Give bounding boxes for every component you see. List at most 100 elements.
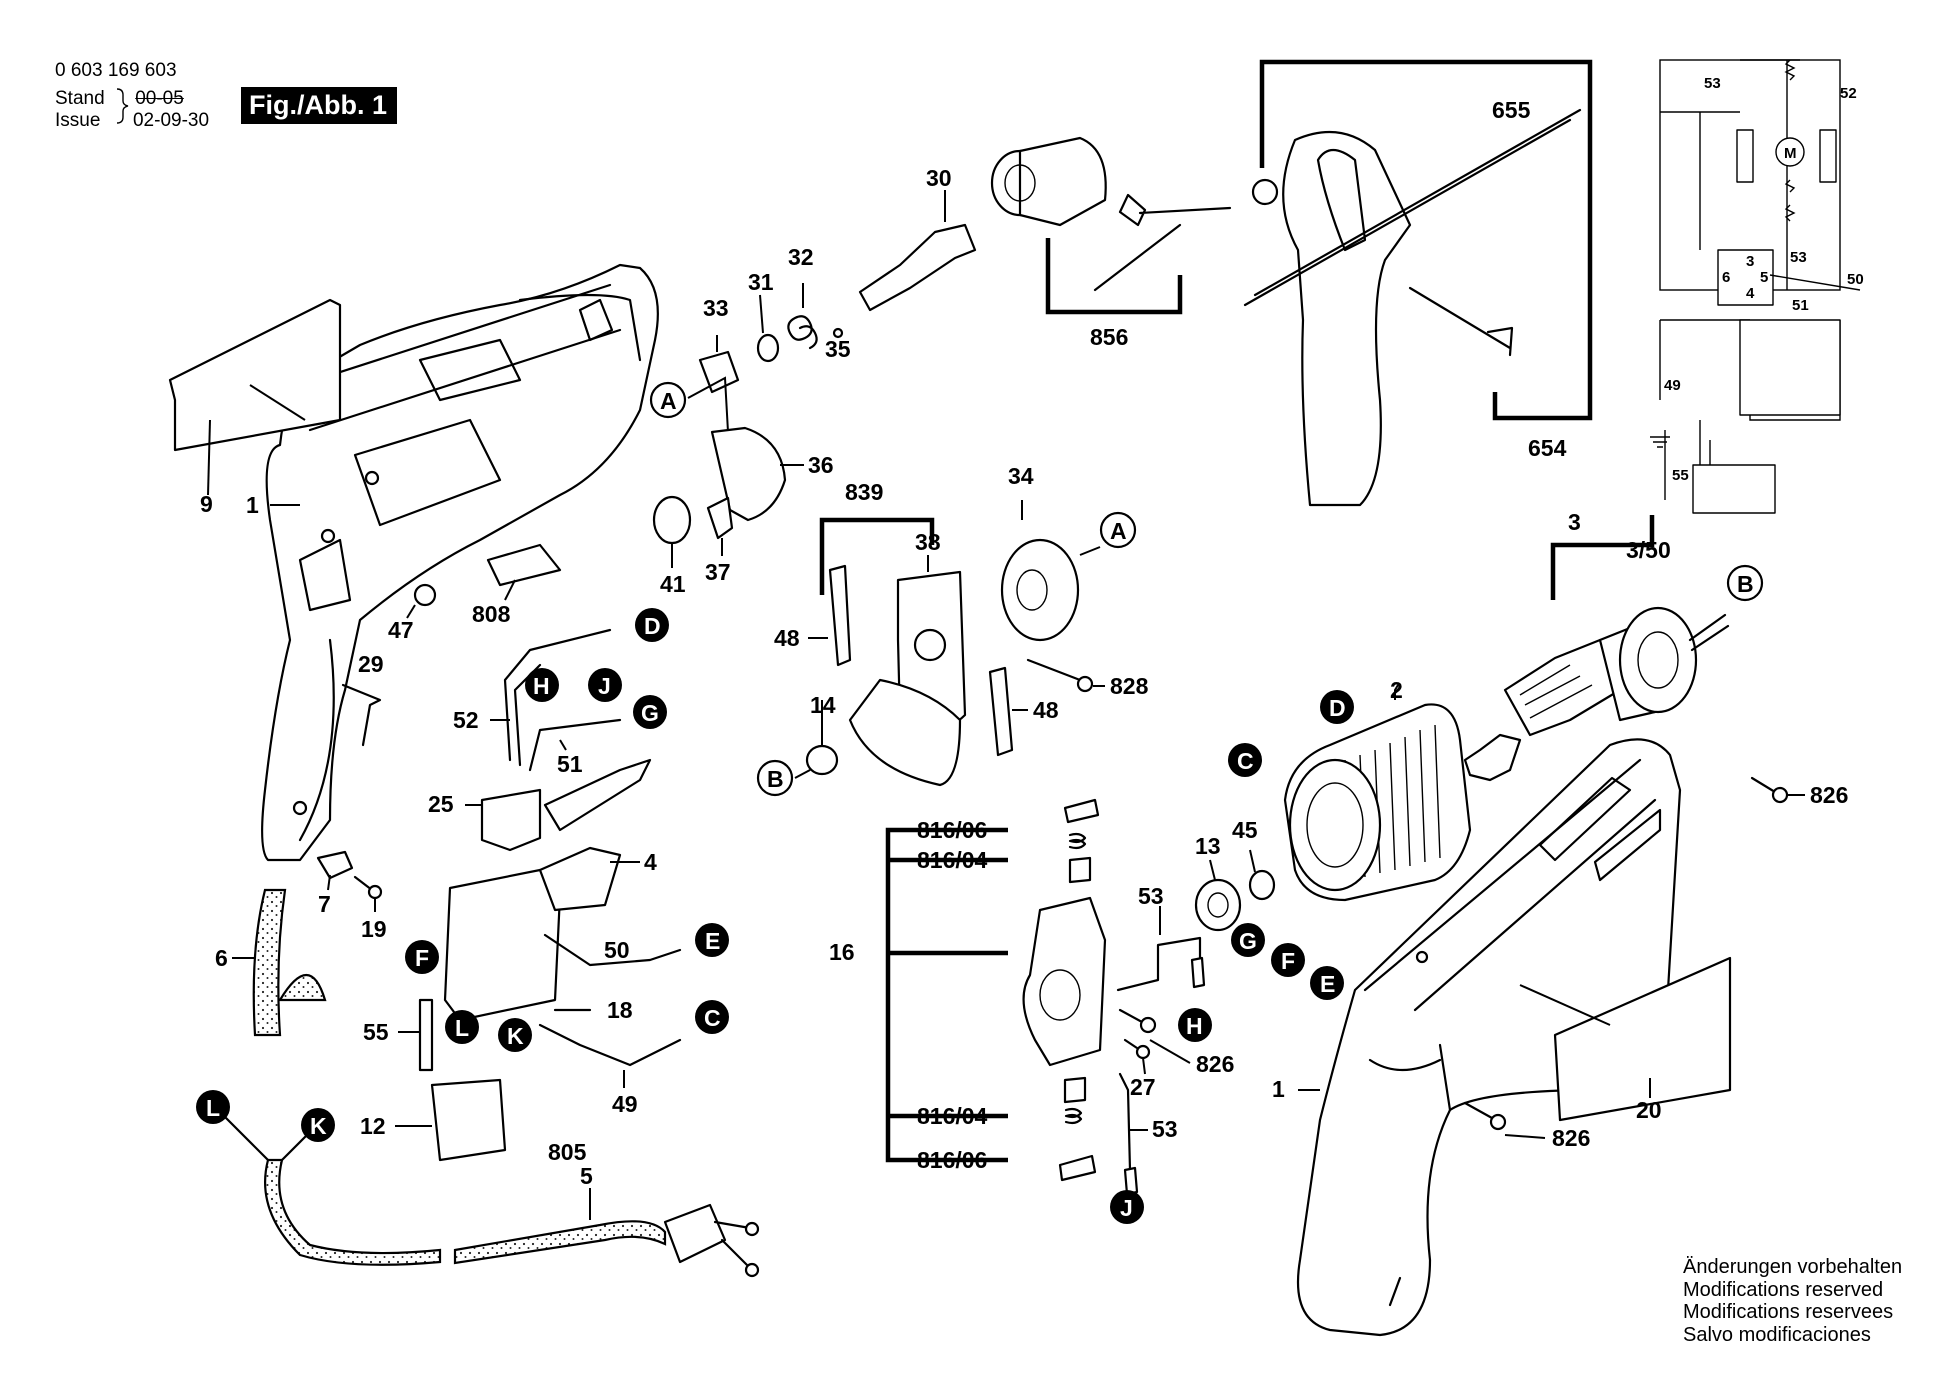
label-30: 30 [926,165,952,191]
connector-f-1 [405,940,439,974]
connector-g-1 [633,695,667,729]
motor-label: M [1784,145,1797,162]
label-53b: 53 [1152,1116,1178,1142]
connector-l-label-2: L [206,1095,220,1121]
power-cord-5 [264,1158,442,1266]
label-826b: 826 [1810,782,1848,808]
label-1b: 1 [1272,1076,1285,1102]
spring-48-right [988,666,1014,757]
connector-a-open-2 [1099,511,1137,549]
connector-l-label-1: L [455,1015,469,1041]
bracket-655-654 [1259,59,1593,421]
connector-j-2 [1110,1190,1144,1224]
label-48b: 48 [1033,697,1059,723]
connector-a-label-2: A [1110,518,1127,544]
connector-c-1 [695,1000,729,1034]
screw-828 [1026,658,1082,682]
connector-a-label-1: A [660,388,677,414]
connector-g-label-2: G [1239,928,1257,954]
connector-f-label-1: F [415,945,429,971]
rating-label-sticker [168,298,342,452]
connector-b-label-2: B [1737,571,1754,597]
bolt-654 [1408,286,1514,357]
label-14: 14 [810,692,836,718]
spring-clip-816-06-top [1063,798,1100,824]
connector-h-label-2: H [1186,1013,1203,1039]
label-53a: 53 [1138,883,1164,909]
label-37: 37 [705,559,731,585]
screw-826-mid [1118,1008,1144,1024]
label-856: 856 [1090,324,1128,350]
label-826c: 826 [1552,1125,1590,1151]
wire-51 [528,718,622,772]
connector-a-open-1 [649,381,687,419]
spring-816-04-top [1068,832,1087,850]
connector-f-label-2: F [1281,948,1295,974]
label-826a: 826 [1196,1051,1234,1077]
label-816-06b: 816/06 [917,1147,987,1173]
wire-49 [538,1023,682,1067]
label-38: 38 [915,529,941,555]
depth-stop-655 [1243,108,1582,307]
label-816-04a: 816/04 [917,847,988,873]
washer-45 [1248,869,1276,901]
capacitor-55 [418,998,434,1072]
label-20: 20 [1636,1097,1662,1123]
spindle-30 [858,223,977,312]
label-25: 25 [428,791,454,817]
chuck-key [1093,193,1232,292]
fan-3-50 [1618,606,1698,714]
connector-h-2 [1178,1008,1212,1042]
label-35: 35 [825,336,851,362]
label-33: 33 [703,295,729,321]
label-839: 839 [845,479,883,505]
connector-d-1 [635,608,669,642]
wire-label-53: 53 [1704,75,1721,92]
ground-symbol-icon [1650,436,1670,448]
wire-label-50: 50 [1847,271,1864,288]
wire-53-top [1116,936,1202,992]
label-808: 808 [472,601,511,627]
label-4: 4 [644,849,657,875]
spring-816-04-bottom [1064,1107,1083,1125]
wire-label-53b: 53 [1790,249,1807,266]
wire-label-5: 5 [1760,269,1768,286]
connector-f-2 [1271,943,1305,977]
connector-l-2 [196,1090,230,1124]
label-49: 49 [612,1091,638,1117]
connector-d-label-2: D [1329,695,1346,721]
label-50: 50 [604,937,630,963]
bracket-856 [1045,238,1183,315]
label-3-50: 3/50 [1626,537,1671,563]
label-655: 655 [1492,97,1531,123]
connector-j-label-1: J [598,673,611,699]
bracket-16 [885,827,1008,1163]
stand-value: 00-05 [135,88,184,109]
connector-h-1 [525,668,559,702]
bushing-14 [805,744,839,776]
label-5: 5 [580,1163,593,1189]
grommet-7 [316,850,354,880]
connector-k-label-2: K [310,1113,327,1139]
connector-k-1 [498,1018,532,1052]
connector-e-label-2: E [1320,971,1335,997]
label-41: 41 [660,571,686,597]
clip-29 [341,683,382,747]
connector-b-open-1 [756,759,794,797]
label-36: 36 [808,452,834,478]
label-13: 13 [1195,833,1221,859]
plate-808 [486,543,562,587]
label-16: 16 [829,939,855,965]
label-55: 55 [363,1019,389,1045]
label-48a: 48 [774,625,800,651]
wire-label-52: 52 [1840,85,1857,102]
connector-e-label-1: E [705,928,720,954]
gear-plate [848,678,962,787]
auxiliary-handle [1282,130,1412,507]
motor-symbol-icon [1775,137,1805,167]
label-47: 47 [388,617,414,643]
connector-l-1 [445,1010,479,1044]
label-2: 2 [1390,677,1403,703]
brush-top [1068,856,1092,884]
connector-h-label-1: H [533,673,550,699]
